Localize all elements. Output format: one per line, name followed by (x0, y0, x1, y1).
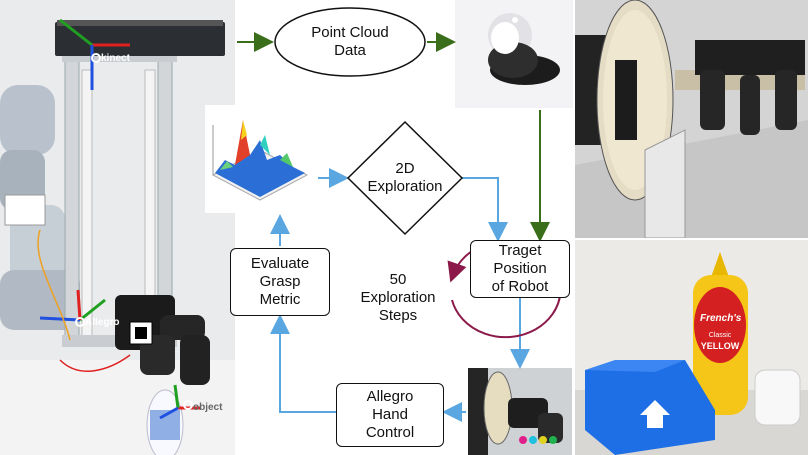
arrow-exploration-to-target (462, 177, 508, 242)
target-position-node (470, 240, 570, 298)
robot-setup-drawing (0, 0, 235, 455)
test-objects-photo: French's Classic YELLOW (575, 240, 808, 455)
allegro-hand-drawing (468, 368, 572, 455)
evaluate-grasp-node (230, 248, 330, 316)
arrow-control-to-evaluate (270, 314, 336, 413)
allegro-control-node (336, 383, 444, 447)
target-position-label: Traget Position of Robot (491, 242, 549, 295)
kinect-label: kinect (101, 53, 130, 64)
allegro-control-label: Allegro Hand Control (365, 388, 415, 441)
grasp-metric-surface-plot (205, 105, 315, 213)
allegro-hand-image (468, 368, 572, 455)
loop-steps-label: 50 Exploration Steps (360, 271, 436, 324)
evaluate-grasp-label: Evaluate Grasp Metric (250, 255, 310, 308)
mustard-sub: Classic (708, 332, 732, 339)
surface-plot-drawing (211, 120, 309, 201)
mustard-name: YELLOW (700, 341, 740, 351)
point-cloud-node-shape (274, 7, 426, 77)
point-cloud-drawing (455, 0, 573, 108)
point-cloud-label: Point Cloud Data (311, 24, 389, 59)
mustard-brand: French's (700, 313, 742, 324)
simulation-render (575, 0, 808, 238)
test-objects-drawing (575, 240, 808, 455)
point-cloud-image (455, 0, 573, 108)
robot-setup-photo: kinect Allegro object (0, 0, 235, 455)
simulation-drawing (575, 0, 808, 238)
object-label: object (193, 402, 223, 413)
exploration-node-shape (346, 120, 464, 236)
exploration-2d-label: 2D Exploration (367, 160, 443, 195)
allegro-label: Allegro (85, 317, 120, 328)
